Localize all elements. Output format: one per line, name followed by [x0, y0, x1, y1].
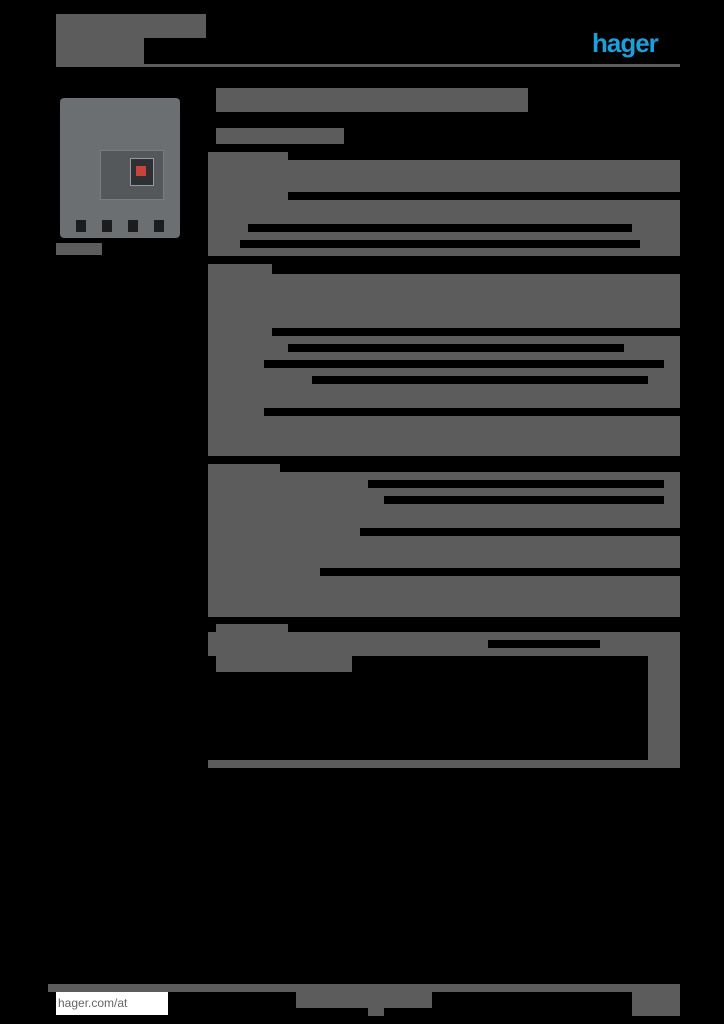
- footer-website-link[interactable]: hager.com/at: [56, 992, 168, 1015]
- section-5-rule: [208, 615, 680, 617]
- gap: [288, 344, 624, 352]
- breaker-indicator: [136, 166, 146, 176]
- photo-caption-redacted: [56, 243, 102, 255]
- gap: [264, 360, 664, 368]
- gap: [264, 408, 680, 416]
- section-1-block: [208, 152, 680, 256]
- footer-page-number-redacted: [368, 1008, 384, 1016]
- section-4-block: [208, 464, 680, 616]
- section-5-right-border: [648, 656, 680, 768]
- gap: [280, 464, 680, 472]
- gap: [360, 528, 680, 536]
- section-2-block: [208, 264, 680, 408]
- footer-rule: [48, 984, 680, 992]
- gap: [248, 224, 632, 232]
- gap: [368, 480, 664, 488]
- main-heading-redacted: [216, 88, 528, 112]
- section-5-line-1: [208, 632, 680, 656]
- terminal: [154, 220, 164, 232]
- footer-center-redacted: [296, 992, 432, 1008]
- gap: [288, 152, 680, 160]
- gap: [488, 640, 600, 648]
- gap: [272, 328, 680, 336]
- gap: [320, 568, 680, 576]
- product-photo: [60, 98, 180, 238]
- section-3-block: [208, 408, 680, 456]
- hager-logo: hager: [592, 28, 659, 58]
- terminal: [128, 220, 138, 232]
- terminal: [76, 220, 86, 232]
- terminal: [102, 220, 112, 232]
- header-title-redacted: [56, 14, 206, 38]
- sub-heading-redacted: [216, 128, 344, 144]
- header-subtitle-redacted: [56, 38, 144, 64]
- gap: [240, 240, 640, 248]
- header-rule: [56, 64, 680, 67]
- section-5-bottom-border: [208, 760, 680, 768]
- section-5-heading-redacted: [216, 624, 288, 634]
- footer-right-redacted: [632, 992, 680, 1016]
- gap: [288, 192, 680, 200]
- gap: [272, 264, 680, 274]
- section-5-line-2: [216, 656, 352, 672]
- gap: [312, 376, 648, 384]
- gap: [384, 496, 664, 504]
